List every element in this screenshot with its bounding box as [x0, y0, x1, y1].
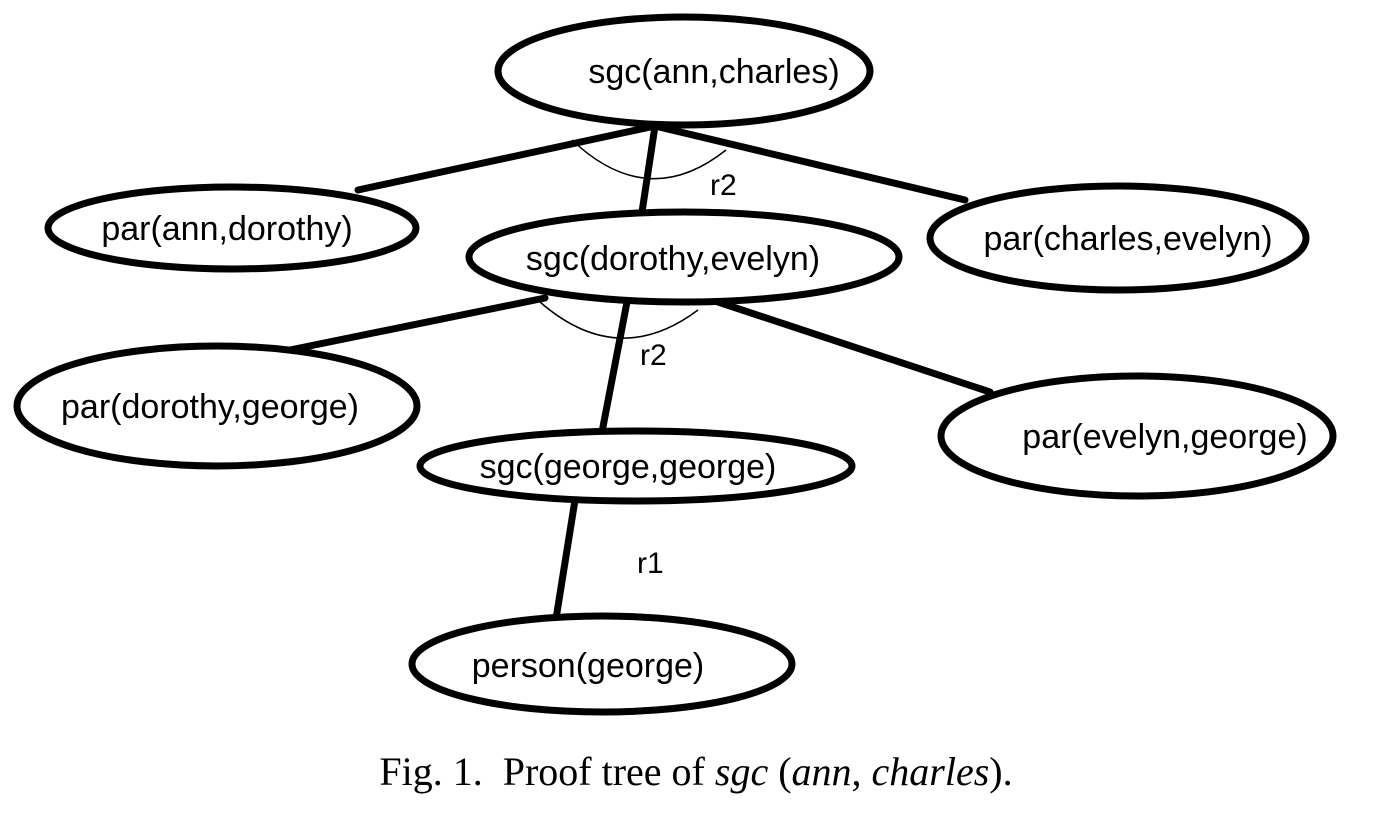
- rule-arcs: [539, 139, 727, 339]
- node-par-charles-evelyn: par(charles,evelyn): [926, 182, 1310, 294]
- rule-label-bottom: r1: [637, 547, 664, 580]
- node-label-sgc-george-george: sgc(george,george): [480, 448, 777, 486]
- node-par-evelyn-george: par(evelyn,george): [937, 372, 1337, 500]
- caption-open: (: [768, 749, 792, 794]
- edge-mid-to-par-dorothy-george: [286, 294, 549, 354]
- node-label-sgc-dorothy-evelyn: sgc(dorothy,evelyn): [526, 240, 820, 278]
- edge-root-to-par-ann-dorothy: [354, 122, 659, 194]
- node-label-root: sgc(ann,charles): [588, 53, 839, 91]
- rule-arc-middle: [539, 301, 699, 339]
- edge-root-to-sgc-dorothy-evelyn: [638, 122, 659, 216]
- edges: [286, 122, 994, 629]
- edge-mid-to-par-evelyn-george: [714, 298, 994, 396]
- node-par-dorothy-george: par(dorothy,george): [13, 342, 421, 470]
- node-label-par-ann-dorothy: par(ann,dorothy): [101, 210, 352, 248]
- edge-sgc-george-to-person: [551, 496, 579, 629]
- edge-root-to-par-charles-evelyn: [651, 122, 969, 204]
- caption-sep: ,: [851, 749, 872, 794]
- rule-label-middle: r2: [640, 339, 667, 372]
- caption-predicate: sgc: [714, 749, 769, 794]
- node-label-par-charles-evelyn: par(charles,evelyn): [983, 220, 1272, 258]
- node-par-ann-dorothy: par(ann,dorothy): [44, 183, 420, 273]
- caption-arg1: ann: [791, 749, 852, 794]
- node-label-par-evelyn-george: par(evelyn,george): [1022, 418, 1307, 456]
- nodes: sgc(ann,charles) par(ann,dorothy) sgc(do…: [13, 13, 1337, 716]
- node-label-person-george: person(george): [472, 647, 704, 685]
- rule-label-top: r2: [710, 169, 737, 202]
- rule-arc-top: [571, 139, 727, 180]
- node-person-george: person(george): [408, 612, 796, 716]
- node-root: sgc(ann,charles): [494, 13, 874, 129]
- node-sgc-george-george: sgc(george,george): [416, 427, 856, 505]
- caption-close: ).: [989, 749, 1013, 794]
- figure-caption: Fig. 1. Proof tree of sgc (ann, charles)…: [0, 748, 1392, 795]
- caption-arg2: charles: [871, 749, 990, 794]
- node-label-par-dorothy-george: par(dorothy,george): [61, 388, 359, 426]
- caption-prefix: Fig. 1. Proof tree of: [379, 749, 715, 794]
- edge-mid-to-sgc-george-george: [598, 298, 631, 436]
- node-sgc-dorothy-evelyn: sgc(dorothy,evelyn): [465, 208, 903, 306]
